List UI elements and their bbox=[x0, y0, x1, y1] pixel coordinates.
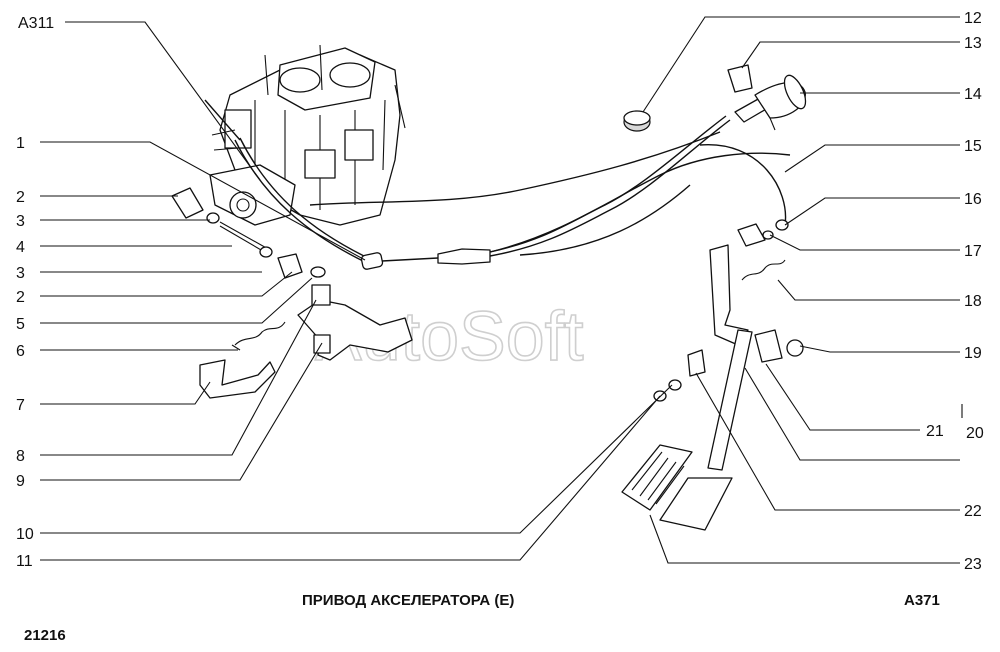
code-bottom: A371 bbox=[904, 592, 940, 609]
callout-15: 15 bbox=[964, 138, 982, 155]
callout-3a: 3 bbox=[16, 213, 25, 230]
callout-8: 8 bbox=[16, 448, 25, 465]
callout-2b: 2 bbox=[16, 289, 25, 306]
callout-19: 19 bbox=[964, 345, 982, 362]
code-top: A311 bbox=[18, 15, 54, 32]
callout-3b: 3 bbox=[16, 265, 25, 282]
callout-12: 12 bbox=[964, 10, 982, 27]
accelerator-cable bbox=[234, 115, 791, 270]
callout-13: 13 bbox=[964, 35, 982, 52]
callout-20: 20 bbox=[966, 425, 984, 442]
diagram-caption: ПРИВОД АКСЕЛЕРАТОРА (Е) bbox=[302, 592, 514, 609]
callout-14: 14 bbox=[964, 86, 982, 103]
cable-end-handle bbox=[727, 64, 807, 131]
callout-1: 1 bbox=[16, 135, 25, 152]
callout-18: 18 bbox=[964, 293, 982, 310]
grommet-12 bbox=[623, 110, 651, 132]
callout-22: 22 bbox=[964, 503, 982, 520]
callout-10: 10 bbox=[16, 526, 34, 543]
model-number: 21216 bbox=[24, 627, 66, 644]
callout-5: 5 bbox=[16, 316, 25, 333]
callout-23: 23 bbox=[964, 556, 982, 573]
callout-17: 17 bbox=[964, 243, 982, 260]
callout-4: 4 bbox=[16, 239, 25, 256]
callout-16: 16 bbox=[964, 191, 982, 208]
carburetor-illustration bbox=[204, 44, 406, 226]
left-small-parts bbox=[171, 187, 413, 399]
leader-lines bbox=[40, 16, 963, 564]
callout-7: 7 bbox=[16, 397, 25, 414]
callout-11: 11 bbox=[16, 553, 33, 570]
callout-9: 9 bbox=[16, 473, 25, 490]
callout-21: 21 bbox=[926, 423, 944, 440]
pedal-assembly bbox=[621, 219, 804, 531]
callout-labels: A311 1 2 3 4 3 2 5 6 7 8 9 10 11 12 13 1… bbox=[16, 10, 984, 573]
callout-2a: 2 bbox=[16, 189, 25, 206]
callout-6: 6 bbox=[16, 343, 25, 360]
